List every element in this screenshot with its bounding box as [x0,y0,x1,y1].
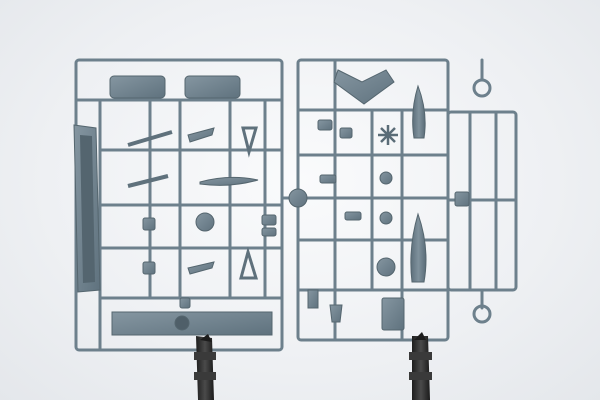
part-round-hub [288,188,308,208]
part-radiator-right [184,75,241,99]
right-sprue-parts [288,69,470,331]
part-tailplane [333,69,395,105]
part-seat [381,297,405,331]
part-bottom-panel [111,311,273,336]
part-engine-star [378,125,398,145]
left-sprue-frame [74,58,284,352]
part-radiator-left [109,75,166,99]
stand-clamp-left [194,334,216,400]
sprue-ring-top [472,78,492,98]
sprue-ring-bottom [472,304,492,324]
stand-clamp-right [409,332,432,400]
part-wheel [376,257,396,277]
left-sprue-parts [73,75,277,336]
